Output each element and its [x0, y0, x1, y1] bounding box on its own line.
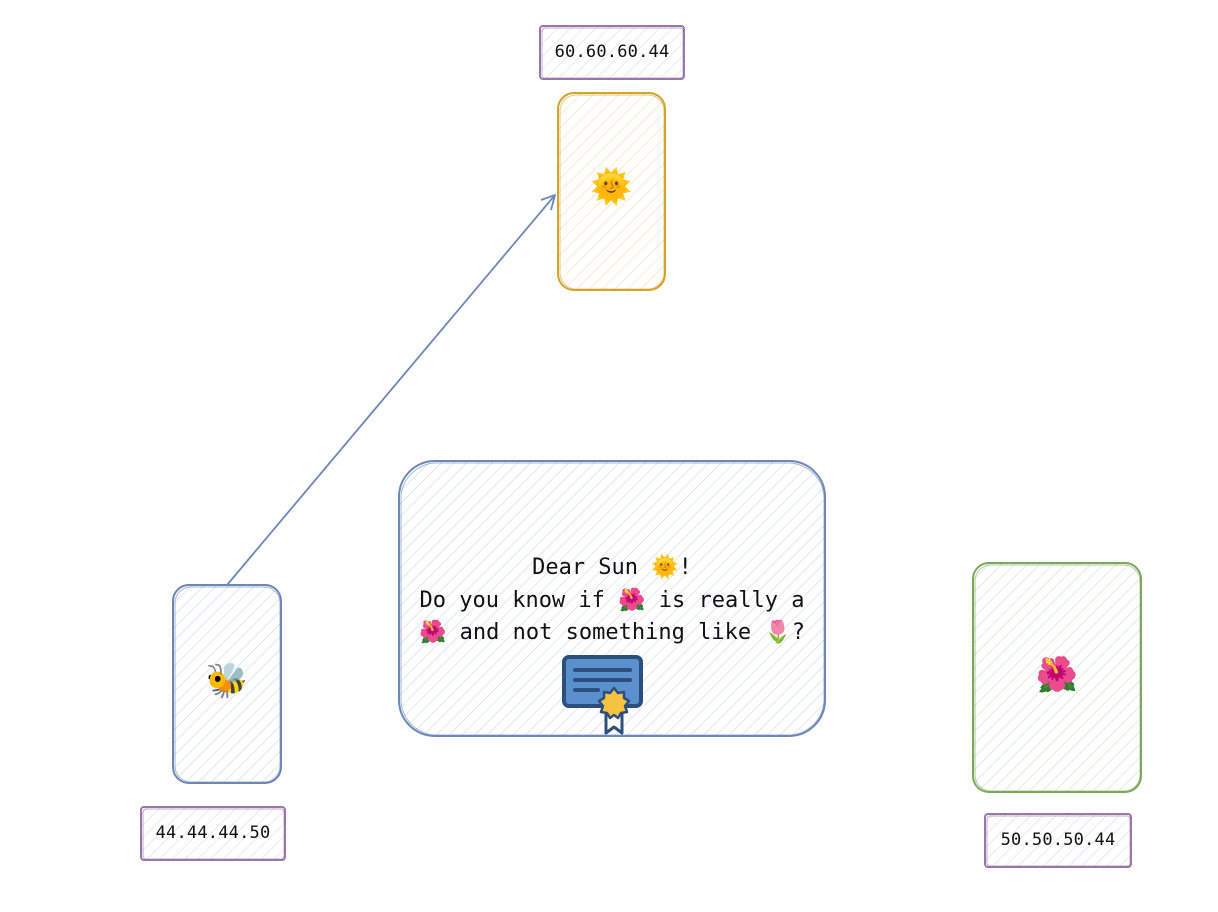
arrow-bee-to-sun[interactable]: [226, 194, 556, 586]
message-line-2: Do you know if 🌺 is really a: [419, 588, 805, 613]
certificate-icon: [562, 655, 643, 735]
flower-node[interactable]: [972, 562, 1142, 793]
sun-node[interactable]: [557, 92, 666, 291]
message-box: [398, 460, 826, 737]
ip-label-flower: 50.50.50.44: [1000, 830, 1116, 850]
ip-label-box-bee: [140, 806, 286, 861]
message-line-3: 🌺 and not something like 🌷?: [419, 620, 805, 645]
bee-emoji-icon: 🐝: [205, 661, 249, 701]
ip-label-box-flower: [984, 813, 1132, 868]
ip-label-bee: 44.44.44.50: [155, 823, 271, 843]
flower-emoji-icon: 🌺: [1035, 655, 1079, 695]
sun-emoji-icon: 🌞: [590, 167, 633, 207]
bee-node[interactable]: [172, 584, 282, 784]
ip-label-box-sun: [539, 25, 685, 80]
ip-label-sun: 60.60.60.44: [554, 42, 670, 62]
message-line-1: Dear Sun 🌞!: [532, 555, 692, 580]
